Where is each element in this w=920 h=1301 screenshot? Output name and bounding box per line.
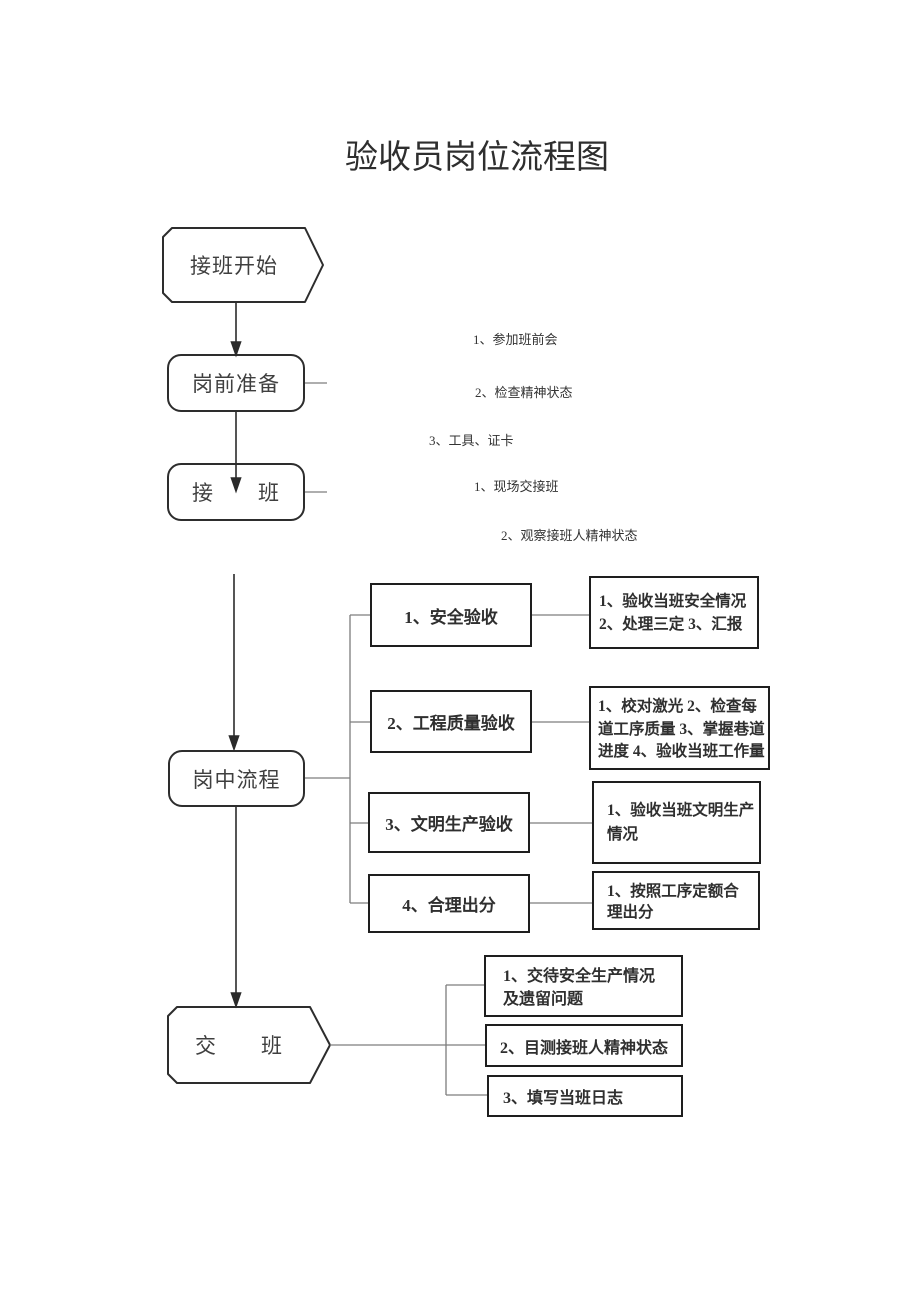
handover-box-log: 3、填写当班日志 [487, 1075, 683, 1117]
task-box-safety: 1、安全验收 [370, 583, 532, 647]
take-over-node: 接 班 [167, 463, 305, 521]
detail-line: 1、校对激光 2、检查每 [598, 698, 757, 715]
task-box-scoring: 4、合理出分 [368, 874, 530, 933]
task-box-quality-label: 2、工程质量验收 [387, 714, 515, 733]
task-box-quality: 2、工程质量验收 [370, 690, 532, 753]
detail-line: 道工序质量 3、掌握巷道 [598, 720, 765, 738]
detail-line: 3、填写当班日志 [503, 1090, 624, 1107]
arrowhead-midshift-to-handover [230, 992, 242, 1009]
detail-line: 1、交待安全生产情况 [503, 968, 656, 985]
detail-line: 进度 4、验收当班工作量 [598, 743, 765, 760]
mid-shift-node: 岗中流程 [168, 750, 305, 807]
task-box-scoring-label: 4、合理出分 [402, 896, 496, 915]
task-box-civilized-production-label: 3、文明生产验收 [385, 815, 513, 834]
annotation-preshift-1: 1、参加班前会 [473, 332, 558, 347]
detail-line: 2、目测接班人精神状态 [499, 1039, 668, 1057]
detail-box-safety: 1、验收当班安全情况 2、处理三定 3、汇报 [589, 576, 759, 649]
mid-shift-node-label: 岗中流程 [192, 767, 281, 792]
arrowhead-takeover-to-midshift [228, 735, 240, 752]
annotation-preshift-2: 2、检查精神状态 [475, 385, 573, 400]
annotation-preshift-3: 3、工具、证卡 [429, 433, 514, 448]
take-over-node-label: 接 班 [192, 481, 280, 505]
detail-line: 2、处理三定 3、汇报 [599, 616, 743, 633]
task-box-civilized-production: 3、文明生产验收 [368, 792, 530, 853]
detail-line: 理出分 [607, 904, 654, 921]
detail-box-civilized-production: 1、验收当班文明生产 情况 [592, 781, 761, 864]
detail-box-quality: 1、校对激光 2、检查每 道工序质量 3、掌握巷道 进度 4、验收当班工作量 [589, 686, 770, 770]
detail-box-scoring: 1、按照工序定额合 理出分 [592, 871, 760, 930]
task-box-safety-label: 1、安全验收 [404, 607, 498, 627]
pre-shift-node: 岗前准备 [167, 354, 305, 412]
pre-shift-node-label: 岗前准备 [192, 372, 280, 396]
handover-box-report: 1、交待安全生产情况 及遗留问题 [484, 955, 683, 1017]
handover-box-observe: 2、目测接班人精神状态 [485, 1024, 683, 1067]
annotation-takeover-1: 1、现场交接班 [474, 479, 559, 494]
handover-node-label: 交 班 [195, 1034, 283, 1058]
detail-line: 1、验收当班安全情况 [599, 593, 747, 610]
annotation-takeover-2: 2、观察接班人精神状态 [501, 528, 638, 543]
detail-line: 情况 [607, 826, 639, 843]
detail-line: 1、按照工序定额合 [607, 883, 739, 900]
detail-line: 及遗留问题 [503, 991, 584, 1008]
start-node-label: 接班开始 [190, 254, 278, 278]
detail-line: 1、验收当班文明生产 [607, 802, 755, 819]
page-title: 验收员岗位流程图 [345, 140, 609, 176]
